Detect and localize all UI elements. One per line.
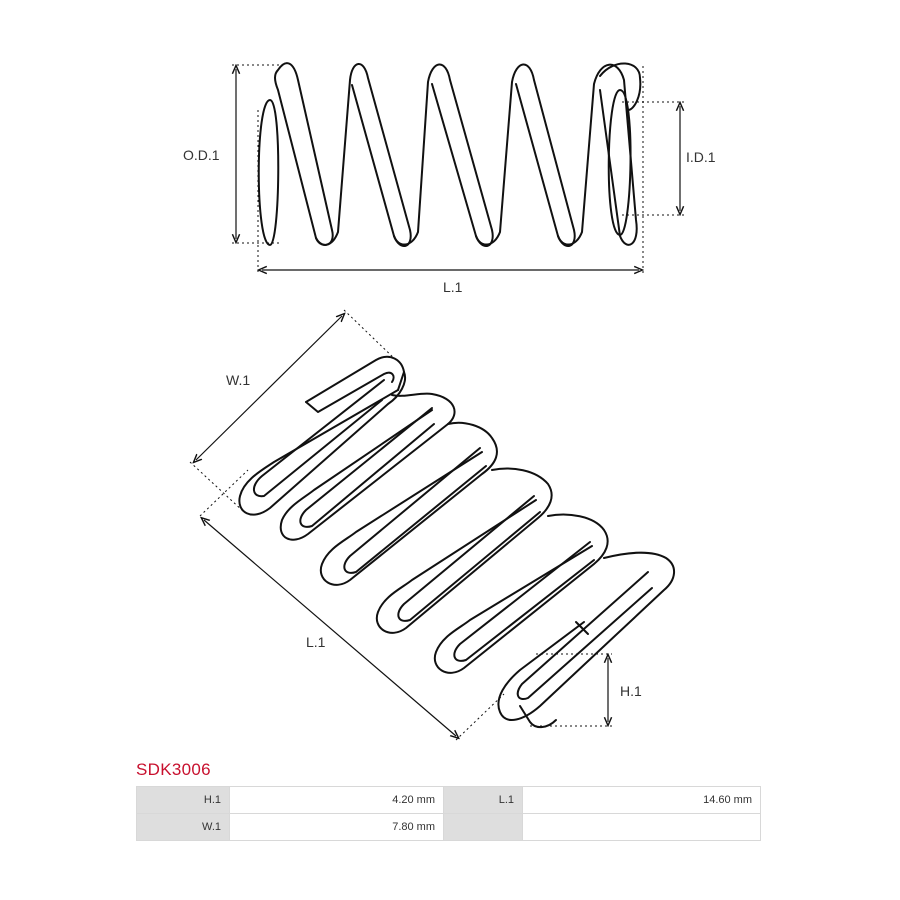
- spring-side-view: O.D.1 I.D.1 L.1: [183, 62, 716, 295]
- spec-label: W.1: [136, 813, 230, 841]
- spec-label: [443, 813, 523, 841]
- spec-value: [522, 813, 761, 841]
- id-label: I.D.1: [686, 149, 716, 165]
- spring-iso-view: W.1 L.1 H.1: [189, 309, 675, 741]
- spring-technical-drawing: O.D.1 I.D.1 L.1: [183, 62, 716, 741]
- width-label: W.1: [226, 372, 250, 388]
- spring-coils-iso: [238, 355, 675, 728]
- length-label-top: L.1: [443, 279, 463, 295]
- table-row: H.1 4.20 mm L.1 14.60 mm: [136, 786, 761, 814]
- height-label: H.1: [620, 683, 642, 699]
- spec-label: L.1: [443, 786, 523, 814]
- spring-coils-front: [257, 62, 642, 247]
- part-code: SDK3006: [136, 760, 211, 779]
- table-row: W.1 7.80 mm: [136, 813, 761, 841]
- spec-label: H.1: [136, 786, 230, 814]
- od-dimension: O.D.1: [183, 65, 280, 243]
- height-dimension: H.1: [530, 654, 642, 726]
- length-label-iso: L.1: [306, 634, 326, 650]
- length-dimension-iso: L.1: [199, 469, 505, 741]
- od-label: O.D.1: [183, 147, 220, 163]
- spec-table: H.1 4.20 mm L.1 14.60 mm W.1 7.80 mm: [136, 786, 761, 841]
- spec-value: 4.20 mm: [229, 786, 444, 814]
- width-dimension: W.1: [189, 309, 399, 513]
- id-dimension: I.D.1: [622, 102, 716, 215]
- spec-value: 7.80 mm: [229, 813, 444, 841]
- spec-value: 14.60 mm: [522, 786, 761, 814]
- length-dimension-top: L.1: [258, 66, 643, 295]
